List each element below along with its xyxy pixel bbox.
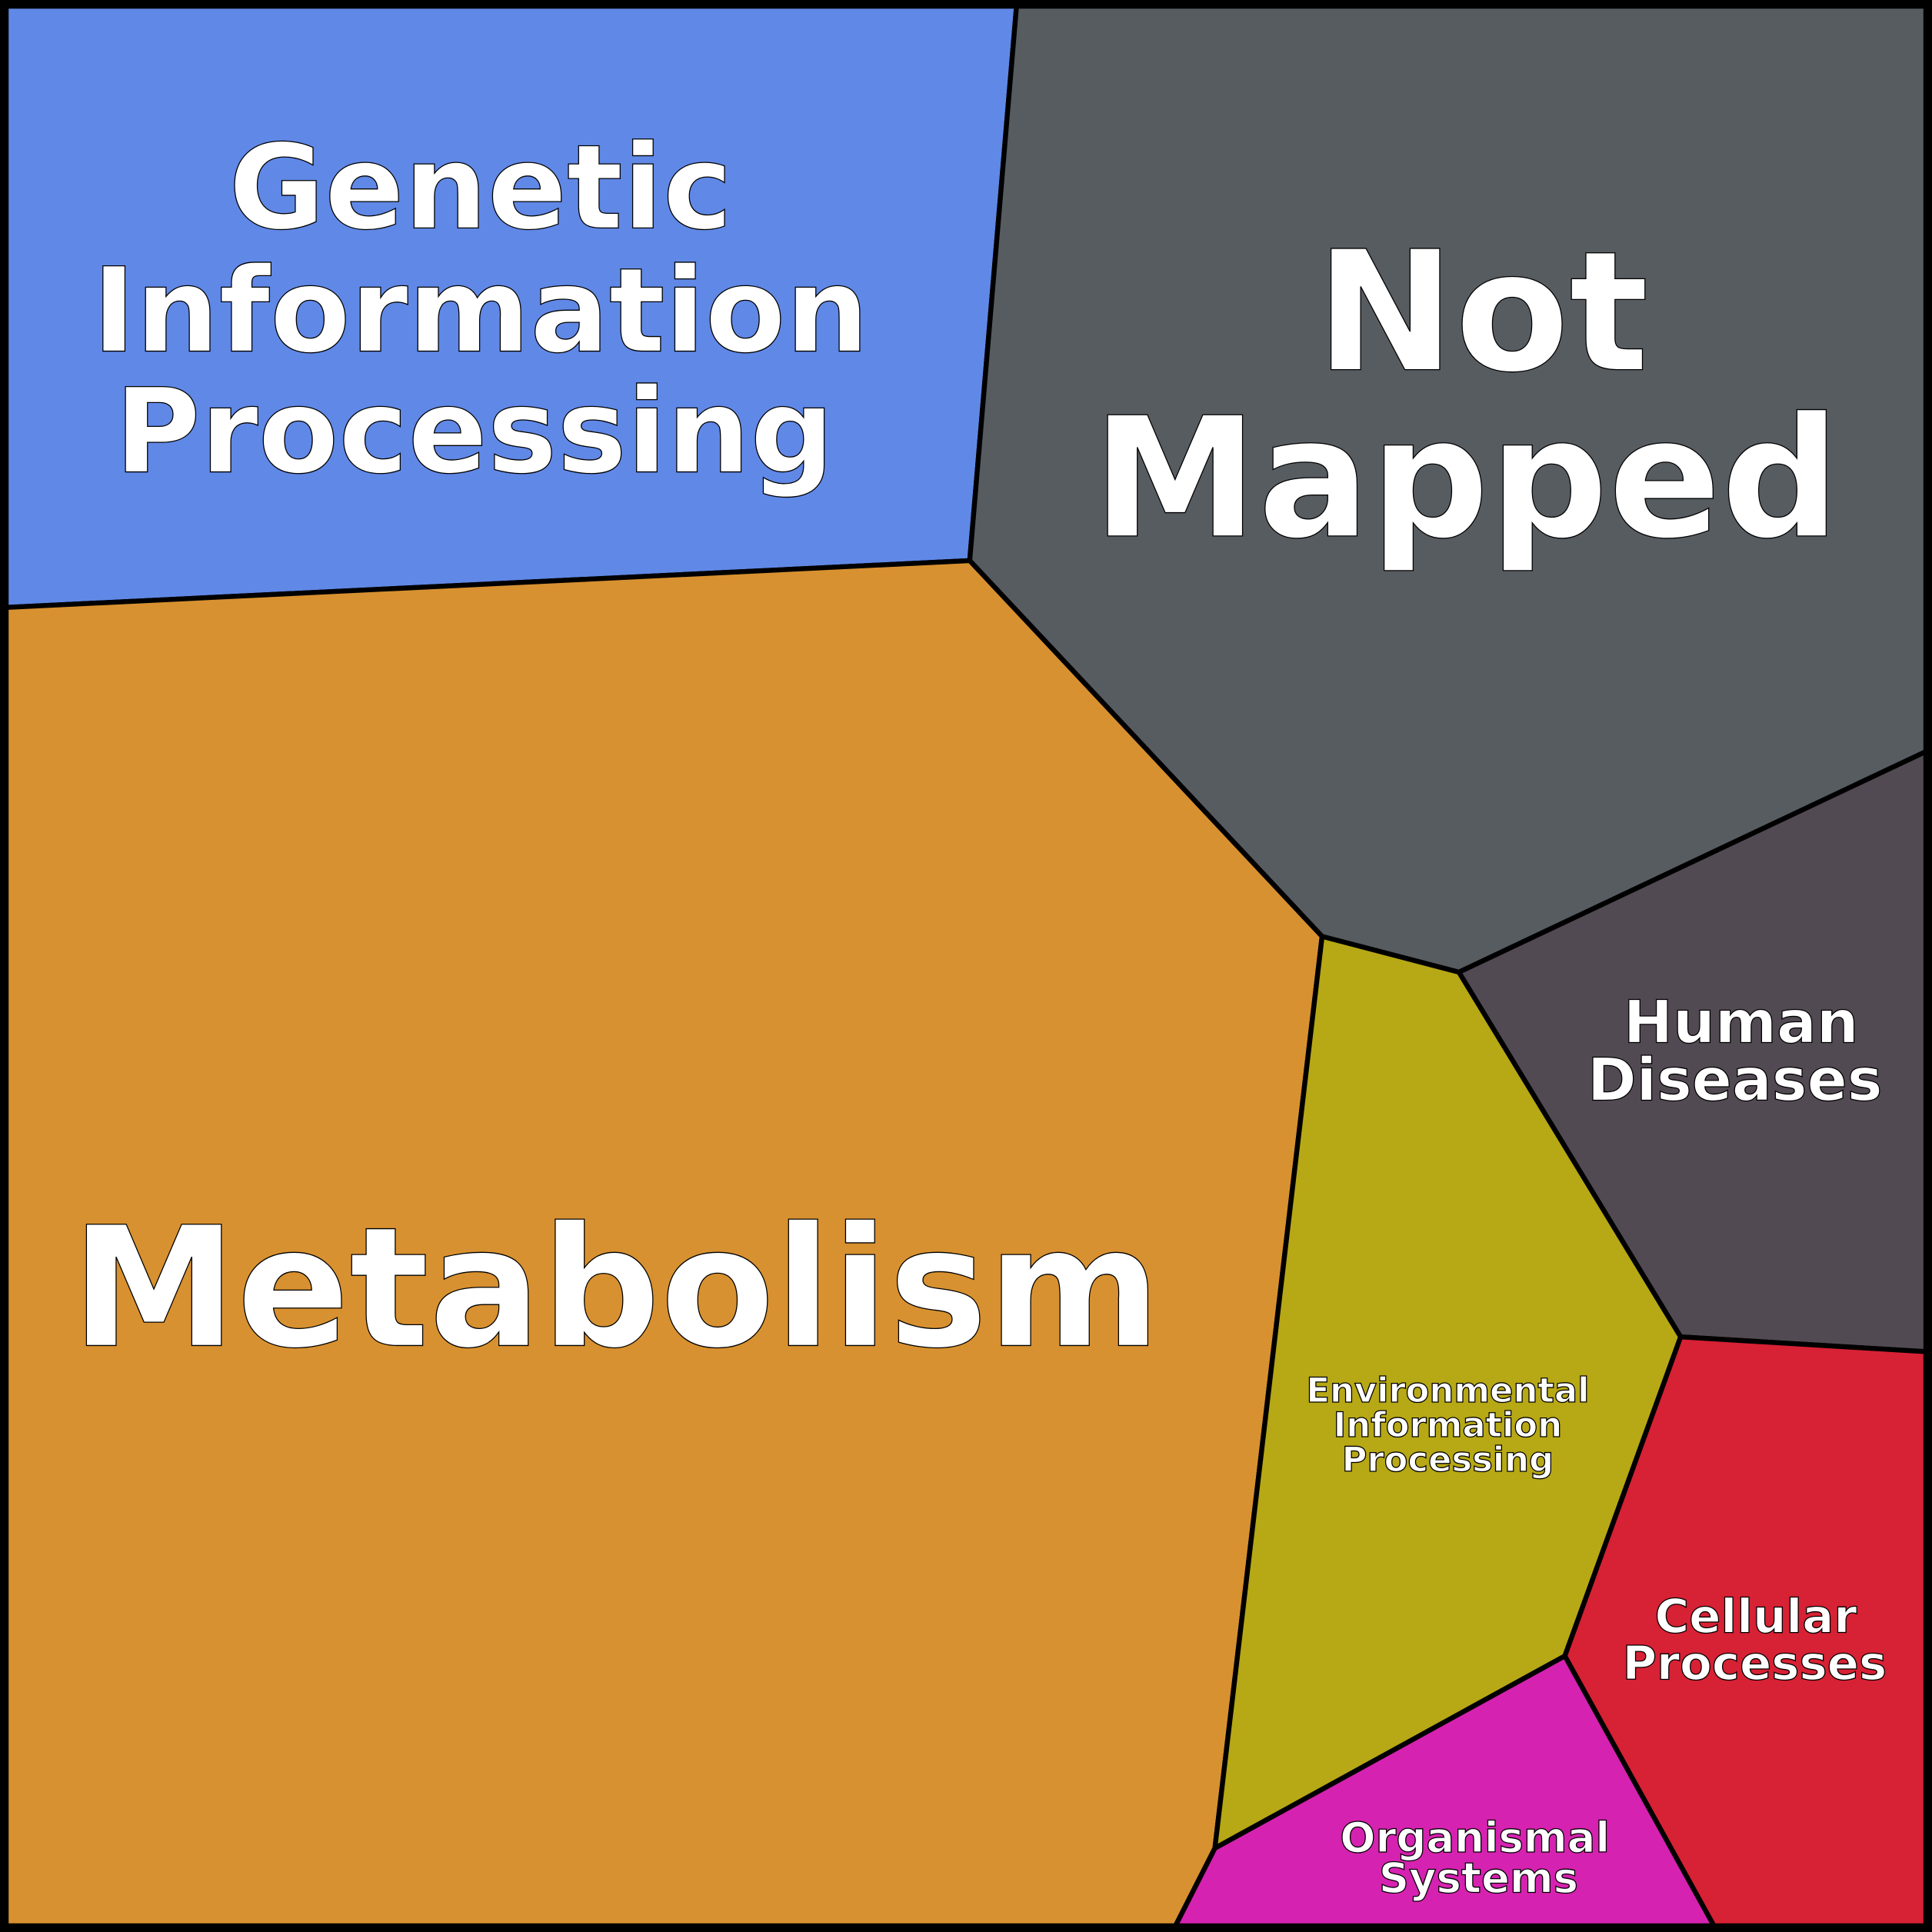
label-line: Cellular — [1654, 1590, 1857, 1644]
label-environmental-information-processing: Environmental Information Processing — [1306, 1369, 1590, 1480]
label-line: Not — [1316, 216, 1649, 410]
label-line: Environmental — [1306, 1370, 1589, 1411]
label-line: Processes — [1622, 1637, 1887, 1691]
label-line: Diseases — [1587, 1047, 1883, 1115]
label-line: Processing — [115, 364, 834, 500]
label-line: Processing — [1342, 1439, 1554, 1480]
label-line: Human — [1624, 988, 1859, 1057]
label-line: Systems — [1379, 1854, 1578, 1903]
label-line: Mapped — [1092, 382, 1840, 576]
label-metabolism: Metabolism — [71, 1191, 1161, 1386]
label-not-mapped: Not Mapped — [1092, 215, 1841, 577]
label-line: Metabolism — [72, 1191, 1161, 1385]
label-human-diseases: Human Diseases — [1587, 988, 1883, 1116]
label-line: Genetic — [228, 119, 732, 255]
label-organismal-systems: Organismal Systems — [1340, 1812, 1611, 1903]
label-genetic-information-processing: Genetic Information Processing — [92, 119, 869, 500]
label-line: Organismal — [1340, 1813, 1610, 1862]
label-line: Information — [1334, 1404, 1563, 1445]
label-cellular-processes: Cellular Processes — [1622, 1589, 1887, 1691]
label-line: Information — [92, 243, 869, 379]
